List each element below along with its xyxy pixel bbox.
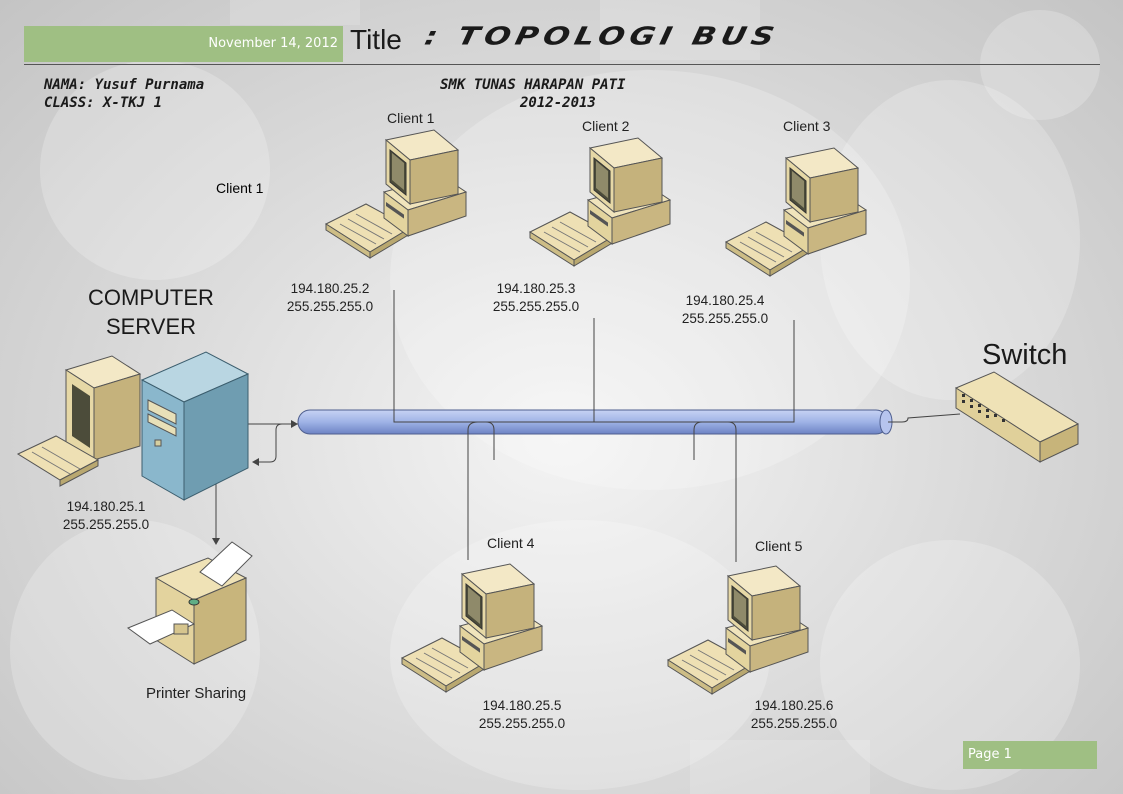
printer-label: Printer Sharing xyxy=(146,685,247,702)
client-4-computer-icon xyxy=(401,563,543,693)
stray-client-label: Client 1 xyxy=(216,180,264,196)
school-year: 2012-2013 xyxy=(520,95,596,111)
client-3-address: 194.180.25.4 255.255.255.0 xyxy=(665,292,785,328)
server-mask: 255.255.255.0 xyxy=(62,517,150,532)
background-circle xyxy=(40,60,270,280)
server-title: COMPUTER SERVER xyxy=(66,283,236,341)
client-2-mask: 255.255.255.0 xyxy=(492,299,580,314)
server-title-line1: COMPUTER xyxy=(88,285,214,310)
client-3-label: Client 3 xyxy=(783,118,831,134)
client-5-computer-icon xyxy=(667,565,809,695)
client-3-mask: 255.255.255.0 xyxy=(681,311,769,326)
background-circle xyxy=(980,10,1100,120)
server-title-line2: SERVER xyxy=(105,314,197,339)
server-icon xyxy=(16,351,250,501)
client-4-address: 194.180.25.5 255.255.255.0 xyxy=(462,697,582,733)
client-1-address: 194.180.25.2 255.255.255.0 xyxy=(270,280,390,316)
printer-icon xyxy=(126,541,253,665)
title-label: Title xyxy=(350,24,402,55)
client-5-label: Client 5 xyxy=(755,538,803,554)
client-3-ip: 194.180.25.4 xyxy=(685,293,765,308)
server-ip: 194.180.25.1 xyxy=(66,499,146,514)
page-banner xyxy=(963,741,1097,769)
client-1-ip: 194.180.25.2 xyxy=(290,281,370,296)
client-3-computer-icon xyxy=(725,147,867,277)
background-rect xyxy=(230,0,360,25)
date-label: November 14, 2012 xyxy=(208,36,338,51)
date-banner xyxy=(24,26,343,62)
client-1-computer-icon xyxy=(325,129,467,259)
client-4-ip: 194.180.25.5 xyxy=(482,698,562,713)
background-circle xyxy=(820,80,1080,400)
drop-lines xyxy=(212,290,961,562)
client-2-address: 194.180.25.3 255.255.255.0 xyxy=(476,280,596,316)
client-1-mask: 255.255.255.0 xyxy=(286,299,374,314)
page-number: Page 1 xyxy=(968,747,1012,762)
school-name: SMK TUNAS HARAPAN PATI xyxy=(440,77,626,93)
client-2-ip: 194.180.25.3 xyxy=(496,281,576,296)
client-5-ip: 194.180.25.6 xyxy=(754,698,834,713)
header-divider xyxy=(24,64,1100,65)
client-4-mask: 255.255.255.0 xyxy=(478,716,566,731)
client-5-address: 194.180.25.6 255.255.255.0 xyxy=(734,697,854,733)
student-name: NAMA: Yusuf Purnama xyxy=(44,77,205,93)
student-class: CLASS: X-TKJ 1 xyxy=(44,95,163,111)
background-rect xyxy=(600,0,760,60)
client-4-label: Client 4 xyxy=(487,535,535,551)
client-5-mask: 255.255.255.0 xyxy=(750,716,838,731)
switch-label: Switch xyxy=(982,339,1068,371)
switch-icon xyxy=(954,371,1080,463)
client-2-label: Client 2 xyxy=(582,118,630,134)
background-rect xyxy=(690,740,870,794)
client-1-label: Client 1 xyxy=(387,110,435,126)
server-address: 194.180.25.1 255.255.255.0 xyxy=(46,498,166,534)
client-2-computer-icon xyxy=(529,137,671,267)
